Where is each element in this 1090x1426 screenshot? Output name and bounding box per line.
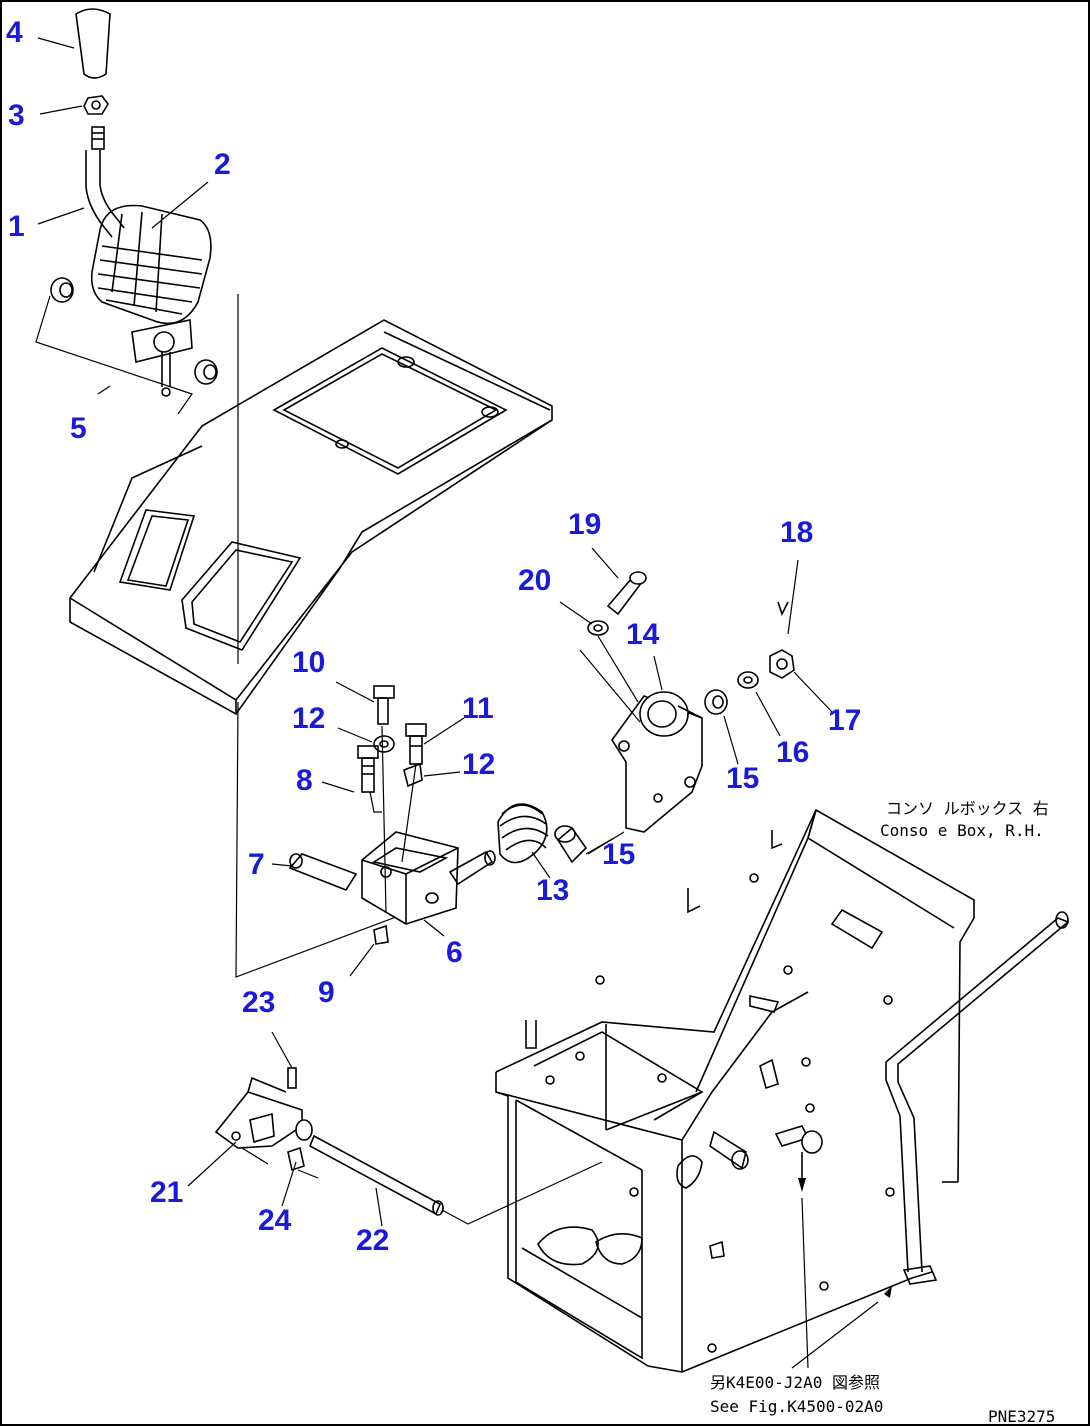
console-box-rh <box>495 808 975 1373</box>
callout-22: 22 <box>356 1224 389 1257</box>
callout-17: 17 <box>828 704 861 737</box>
callout-7: 7 <box>248 848 265 881</box>
callout-9: 9 <box>318 976 335 1009</box>
callout-6: 6 <box>446 936 463 969</box>
bolt-8 <box>357 745 379 793</box>
callout-15a: 15 <box>602 838 635 871</box>
console-box-label-jp: コンソ ルボックス 右 <box>886 799 1049 818</box>
bushing-left <box>50 277 74 303</box>
callout-1: 1 <box>8 210 25 243</box>
rod-22 <box>295 1119 444 1216</box>
washer-16 <box>737 671 759 689</box>
callout-3: 3 <box>8 99 25 132</box>
pin-23 <box>287 1067 297 1089</box>
callout-5: 5 <box>70 412 87 445</box>
spring-13 <box>497 803 549 864</box>
lever-part <box>85 126 125 238</box>
callout-16: 16 <box>776 736 809 769</box>
callout-18: 18 <box>780 516 813 549</box>
drawing-code: PNE3275 <box>988 1407 1055 1426</box>
bolt-19 <box>606 571 647 616</box>
callout-19: 19 <box>568 508 601 541</box>
pin-18 <box>777 601 789 617</box>
bushing-right <box>194 359 218 385</box>
callout-10: 10 <box>292 646 325 679</box>
callout-4: 4 <box>6 16 23 49</box>
reference-note-jp: 另K4E00-J2A0 図参照 <box>710 1373 880 1392</box>
bolt-10 <box>373 685 395 725</box>
boot-part <box>90 204 212 397</box>
mount-bolt <box>774 1125 892 1298</box>
bracket-part <box>361 831 459 925</box>
callout-15b: 15 <box>726 762 759 795</box>
nut-17 <box>769 649 795 679</box>
callout-12a: 12 <box>292 702 325 735</box>
callout-2: 2 <box>214 148 231 181</box>
clip-24 <box>287 1146 305 1172</box>
shaft <box>448 850 496 886</box>
callout-21: 21 <box>150 1176 183 1209</box>
console-cover <box>69 319 553 716</box>
collar-15a <box>554 825 588 864</box>
callout-14: 14 <box>626 618 660 651</box>
collar-15b <box>704 689 728 715</box>
callout-8: 8 <box>296 764 313 797</box>
nut-part <box>83 95 109 115</box>
washer-12a <box>373 735 395 753</box>
holder-14 <box>611 691 703 833</box>
pin-7 <box>288 853 358 891</box>
handrail <box>885 911 1070 1285</box>
callout-13: 13 <box>536 874 569 907</box>
callout-11: 11 <box>462 692 494 725</box>
reference-note-en: See Fig.K4500-02A0 <box>710 1397 883 1416</box>
callout-23: 23 <box>242 986 275 1019</box>
washer-20 <box>587 620 609 636</box>
clip-9 <box>373 924 389 945</box>
bolt-11 <box>405 723 427 765</box>
clip-12b <box>403 762 423 788</box>
callout-12b: 12 <box>462 748 495 781</box>
console-box-label-en: Conso e Box, R.H. <box>880 821 1044 840</box>
lever-21 <box>214 1076 303 1149</box>
knob-part <box>75 8 111 79</box>
callout-20: 20 <box>518 564 551 597</box>
callout-24: 24 <box>258 1204 292 1237</box>
